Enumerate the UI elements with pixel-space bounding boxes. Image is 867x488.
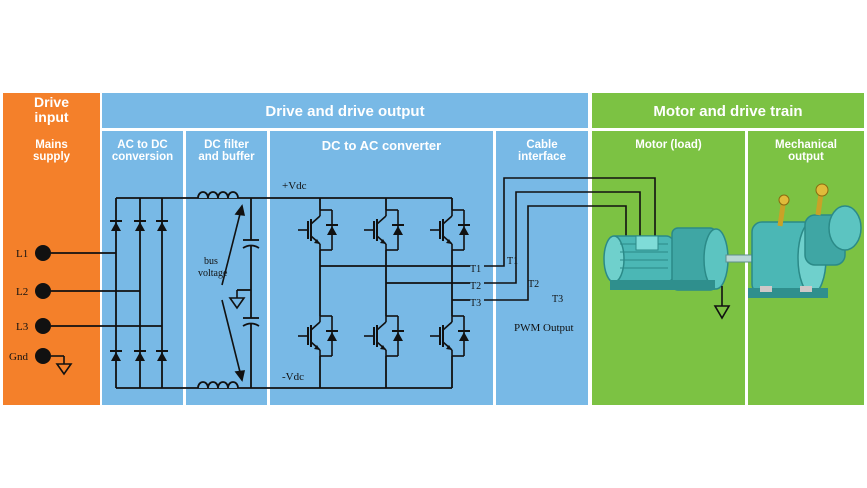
l2-label: L2 bbox=[16, 286, 28, 298]
divider-3 bbox=[493, 131, 496, 405]
inductor-icon bbox=[197, 191, 239, 389]
output-cables bbox=[484, 177, 656, 301]
divider-4 bbox=[745, 131, 748, 405]
drive-input-header: Drive input bbox=[33, 94, 70, 125]
t3-inverter-label: T3 bbox=[470, 298, 481, 309]
cable-interface-label: Cable interface bbox=[518, 139, 566, 164]
l1-label: L1 bbox=[16, 248, 28, 260]
t2-inverter-label: T2 bbox=[470, 281, 481, 292]
mechanical-output-label: Mechanical output bbox=[775, 139, 837, 164]
bus-label: bus bbox=[204, 256, 218, 267]
drive-output-header: Drive and drive output bbox=[265, 103, 425, 120]
vdc-pos-label: +Vdc bbox=[282, 180, 307, 192]
divider-2 bbox=[267, 131, 270, 405]
ac-dc-label: AC to DC conversion bbox=[111, 139, 174, 164]
motor-load-label: Motor (load) bbox=[635, 139, 702, 151]
vdc-neg-label: -Vdc bbox=[282, 371, 304, 383]
bus-voltage-arrows bbox=[221, 204, 246, 382]
mains-terminals bbox=[35, 245, 162, 375]
voltage-label: voltage bbox=[198, 268, 228, 279]
header-divider-blue bbox=[102, 128, 588, 131]
t1-cable-label: T1 bbox=[507, 256, 518, 267]
t3-cable-label: T3 bbox=[552, 294, 563, 305]
l3-label: L3 bbox=[16, 321, 29, 333]
inverter-bus bbox=[319, 197, 470, 389]
t2-cable-label: T2 bbox=[528, 279, 539, 290]
gnd-label: Gnd bbox=[9, 351, 28, 363]
drive-input-band bbox=[3, 93, 100, 405]
pwm-output-label: PWM Output bbox=[514, 322, 574, 334]
rectifier-bridge bbox=[115, 197, 320, 389]
t1-inverter-label: T1 bbox=[470, 264, 481, 275]
dc-filter-label: DC filter and buffer bbox=[198, 139, 255, 164]
ground-icon bbox=[229, 289, 245, 309]
motor-train-header: Motor and drive train bbox=[653, 103, 803, 120]
capacitor-icon bbox=[237, 198, 260, 388]
mains-supply-label: Mains supply bbox=[32, 139, 71, 164]
dc-ac-label: DC to AC converter bbox=[321, 138, 442, 153]
header-divider-green bbox=[592, 128, 864, 131]
motor-icon bbox=[603, 227, 757, 320]
divider-1 bbox=[183, 131, 186, 405]
gearbox-icon bbox=[748, 183, 862, 298]
